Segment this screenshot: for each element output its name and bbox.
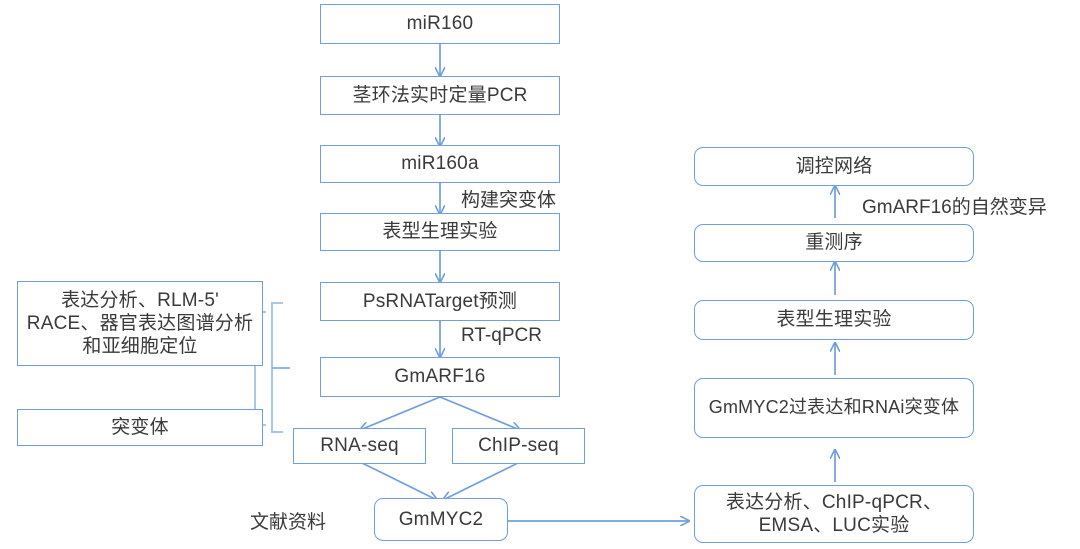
node-stem-loop-qpcr[interactable]: 茎环法实时定量PCR (320, 76, 560, 115)
node-mir160-label: miR160 (406, 13, 474, 35)
node-mutant-label: 突变体 (111, 416, 169, 438)
node-rna-seq[interactable]: RNA-seq (293, 428, 426, 464)
node-chip-seq[interactable]: ChIP-seq (452, 428, 585, 464)
node-psrnatarget-label: PsRNATarget预测 (362, 290, 518, 312)
node-gmmyc2-oe-rnai-label: GmMYC2过表达和RNAi突变体 (708, 397, 960, 418)
node-chip-qpcr-emsa-luc[interactable]: 表达分析、ChIP-qPCR、EMSA、LUC实验 (694, 485, 974, 543)
node-resequencing[interactable]: 重测序 (694, 224, 974, 262)
node-rna-seq-label: RNA-seq (320, 435, 399, 457)
node-gmarf16-label: GmARF16 (394, 366, 486, 388)
edge-label-literature: 文献资料 (250, 512, 327, 533)
node-stem-loop-qpcr-label: 茎环法实时定量PCR (352, 84, 528, 106)
arrow-gmarf16-to-chipseq (439, 396, 520, 430)
node-mutant[interactable]: 突变体 (17, 409, 263, 446)
arrow-chipseq-to-gmmyc2 (443, 461, 521, 500)
node-gmmyc2[interactable]: GmMYC2 (374, 498, 508, 541)
node-mir160[interactable]: miR160 (320, 4, 560, 44)
edge-label-rt-qpcr: RT-qPCR (461, 325, 542, 346)
node-gmmyc2-label: GmMYC2 (398, 508, 484, 530)
edge-label-construct-mutant: 构建突变体 (461, 190, 557, 211)
node-resequencing-label: 重测序 (805, 232, 863, 254)
arrow-gmarf16-to-rnaseq (360, 396, 441, 430)
node-chip-qpcr-emsa-luc-label: 表达分析、ChIP-qPCR、EMSA、LUC实验 (725, 491, 943, 536)
node-phenotype-physiology-left-label: 表型生理实验 (382, 221, 498, 243)
node-gmarf16[interactable]: GmARF16 (320, 357, 560, 397)
node-psrnatarget[interactable]: PsRNATarget预测 (320, 282, 560, 321)
node-gmmyc2-oe-rnai[interactable]: GmMYC2过表达和RNAi突变体 (694, 378, 974, 438)
node-mir160a[interactable]: miR160a (320, 145, 560, 183)
node-regulatory-network[interactable]: 调控网络 (694, 147, 974, 186)
arrow-rnaseq-to-gmmyc2 (359, 461, 437, 500)
node-expression-analysis-label: 表达分析、RLM-5' RACE、器官表达图谱分析和亚细胞定位 (26, 289, 254, 358)
node-phenotype-physiology-right[interactable]: 表型生理实验 (694, 300, 974, 340)
node-regulatory-network-label: 调控网络 (795, 155, 873, 177)
node-phenotype-physiology-right-label: 表型生理实验 (776, 309, 892, 331)
node-mir160a-label: miR160a (401, 153, 479, 175)
node-chip-seq-label: ChIP-seq (478, 435, 559, 457)
node-expression-analysis[interactable]: 表达分析、RLM-5' RACE、器官表达图谱分析和亚细胞定位 (17, 281, 263, 366)
node-phenotype-physiology-left[interactable]: 表型生理实验 (320, 213, 560, 251)
left-brace (271, 302, 290, 433)
edge-label-gmarf16-natural-variation: GmARF16的自然变异 (862, 197, 1047, 218)
